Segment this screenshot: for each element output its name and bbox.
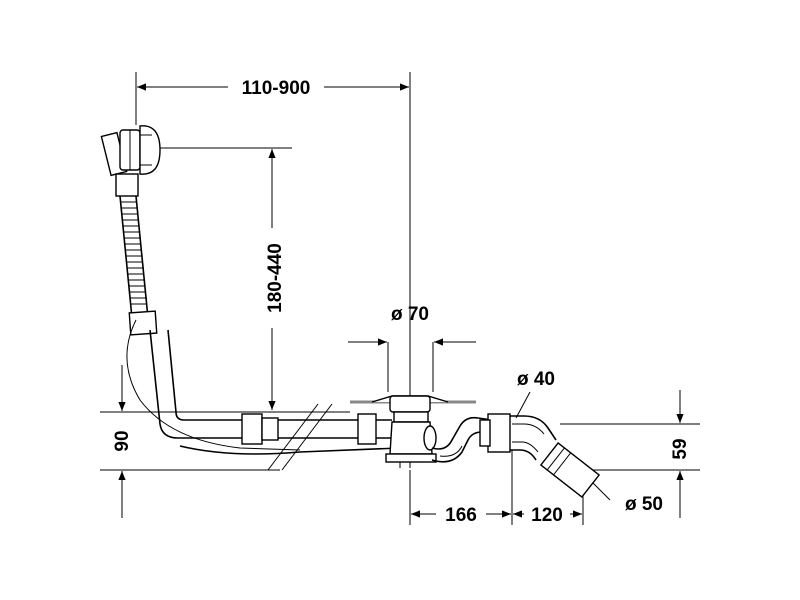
label-pipe-diameter: ø 40 [517,369,555,390]
outlet-pipe-ø50 [539,441,601,499]
label-outlet-diameter: ø 70 [391,304,429,325]
trap-nut [487,413,511,453]
break-mark-left [267,403,319,471]
label-top-span: 110-900 [242,78,311,99]
dimension-labels: 110-900 180-440 ø 70 ø 40 ø 50 90 59 166… [112,78,691,526]
label-right-height: 59 [670,438,691,459]
trap-siphon [431,413,601,499]
horizontal-pipe [149,329,401,471]
label-drain-diameter: ø 50 [625,494,663,515]
overflow-assembly [100,125,301,451]
drain-plug [389,395,431,413]
break-mark-right [281,403,333,471]
bowden-cable [126,319,301,451]
label-left-height: 90 [112,430,133,451]
drain-neck [393,411,429,423]
label-bottom-left: 166 [445,505,477,526]
label-bottom-right: 120 [531,505,563,526]
pipe-coupling-right [357,413,377,445]
overflow-connector [115,173,139,197]
dimension-lines [100,72,700,525]
pipe-coupling-left [241,413,263,445]
drain-valve [350,395,476,468]
overflow-cap [139,125,161,175]
label-vertical-span: 180-440 [265,243,286,313]
leader-ø40 [515,391,531,419]
drain-nut [385,453,437,463]
drain-outlet [423,425,437,451]
hose-coupling [128,310,158,336]
corrugated-hose [119,195,149,319]
